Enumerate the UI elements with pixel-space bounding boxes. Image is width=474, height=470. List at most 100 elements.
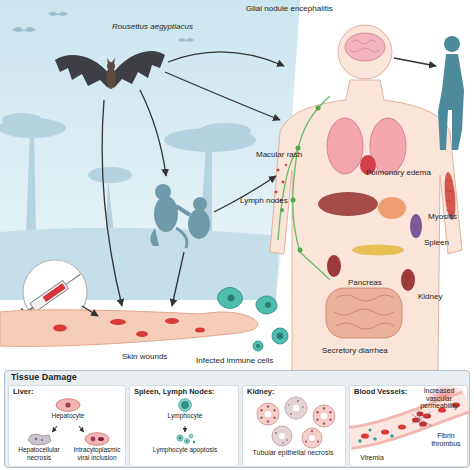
lymph-system [300,252,330,280]
acacia-trees [26,130,36,235]
organs [350,40,380,52]
macular-rash [274,190,277,193]
kidney-tubules [286,439,288,441]
kidney-tubules [275,432,288,444]
immune-cells [228,295,235,302]
kidney-tubules [329,419,331,421]
kidney-tubules [282,442,284,444]
section-heading: Liver: [13,387,33,396]
arm [53,325,67,332]
human-body [338,25,392,79]
annotation-label: Pancreas [348,278,398,287]
lymph-system [298,248,303,253]
annotation-label: Pulmonary edema [366,168,446,177]
hepatocyte-cell: Hepatocyte [43,398,93,426]
kidney-tubules [316,419,318,421]
immune-cells [253,341,263,351]
transmission-arrows [168,52,284,66]
immune-cells [217,287,242,308]
kidney-tubules [305,440,307,442]
apoptosis-part [193,441,195,443]
organs [318,33,457,338]
process-arrow [52,426,57,432]
kidney-tubules [316,407,331,424]
transmission-arrows [82,306,98,316]
blood-vessel [358,439,362,443]
cell-label: Intracytoplasmic viral inclusion [69,446,125,461]
edge-layer [52,426,185,432]
organs [345,33,385,61]
organs [326,288,402,338]
lymph-system [293,96,330,252]
annotation-label: Increased vascular permeability [412,387,466,410]
lymphocyte-graphic [170,398,200,412]
annotation-label: Myositis [428,212,474,221]
lymph-system [291,198,296,203]
blood-vessel [417,412,424,417]
annotation-label: Fibrin thrombus [426,432,466,447]
kidney-tubules [264,410,272,418]
inclusion-graphic [82,432,112,446]
lymph-system [280,106,321,253]
immune-cells [265,302,271,308]
distant-bats [12,27,36,32]
kidney-tubules [320,412,328,420]
kidney-tubules [273,417,275,419]
blood-vessel [398,424,406,429]
inclusion-part [91,437,96,442]
cell-label: Hepatocellular necrosis [11,446,67,461]
organs [401,269,415,291]
blood-vessel [361,433,369,438]
distant-bats [48,12,68,17]
primates [150,228,159,246]
kidney-tubules [288,404,289,405]
kidney-tubules [267,405,269,407]
sky [0,0,300,300]
person-silhouette [444,36,460,52]
fruit-bat [106,67,116,89]
organs [410,214,422,238]
kidney-tubules [329,411,331,413]
kidney-tubules [257,403,279,425]
cell-label: Lymphocyte apoptosis [150,446,220,454]
immune-cells [256,344,260,348]
acacia-trees [2,113,42,127]
transmission-arrows [102,100,122,306]
immune-cells [256,296,277,314]
lymph-system [278,150,298,240]
organs [318,192,378,216]
kidney-tubules [285,397,307,419]
kidney-tubules [302,428,322,448]
kidney-tubules [323,407,325,409]
arm [136,331,148,337]
section-heading: Spleen, Lymph Nodes: [134,387,215,396]
kidney-tubules [323,422,325,424]
hepatocyte-graphic [53,398,83,412]
kidney-tubules [275,432,277,434]
apoptosis-part [177,435,183,441]
fruit-bat [55,51,165,89]
syringe-inset [30,280,69,311]
arm [0,310,258,347]
lymph-system [316,106,321,111]
kidney-tubules [288,400,304,415]
kidney-tubules [308,434,315,441]
apoptosis-part [184,438,189,443]
necrosis-part [41,439,43,441]
kidney-tubules [290,413,292,415]
transmission-arrows [172,252,184,306]
kidney-tubules [302,406,304,408]
macular-rash [276,168,279,171]
syringe-inset [66,274,81,284]
organs [334,295,394,329]
apoptosis-graphic [170,432,200,446]
lymph-system [278,96,330,280]
section-heading: Kidney: [247,387,275,396]
primates [176,228,187,248]
kidney-tubules [292,404,300,412]
transmission-arrows [82,52,436,316]
organs [327,118,363,174]
arm [165,318,179,324]
transmission-arrows [165,72,280,120]
cell-label: Hepatocyte [43,412,93,420]
